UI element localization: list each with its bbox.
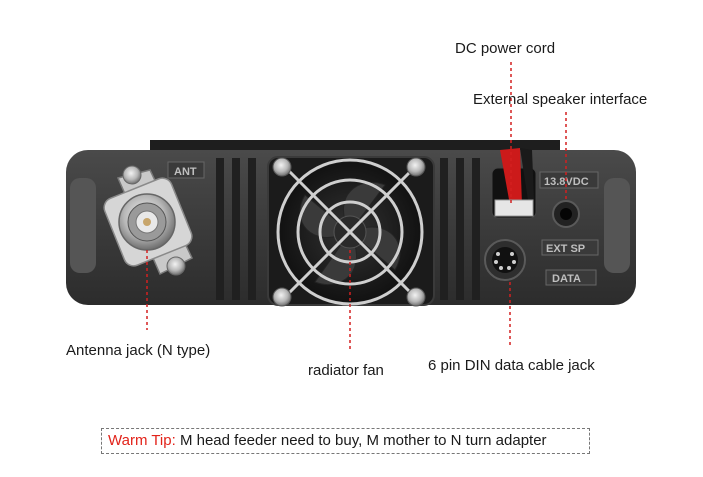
callout-lines: [146, 62, 567, 350]
radiator-fan-label: radiator fan: [308, 362, 384, 379]
ant-mark-box: [167, 161, 205, 179]
din-data-jack: [484, 239, 526, 281]
warm-tip-title: Warm Tip:: [108, 432, 176, 449]
ext-mark: EXT SP: [546, 243, 585, 255]
ant-mark: ANT: [174, 166, 197, 178]
warm-tip-box: Warm Tip: M head feeder need to buy, M m…: [101, 428, 590, 454]
dc-mark: 13.8VDC: [544, 176, 589, 188]
data-mark: DATA: [552, 273, 581, 285]
dc-power-cord-label: DC power cord: [455, 40, 556, 57]
right-side-pad: [604, 178, 630, 273]
antenna-jack: [103, 165, 193, 276]
antenna-jack-label: Antenna jack (N type): [66, 342, 211, 359]
radiator-fan: [267, 156, 435, 307]
warm-tip-text: M head feeder need to buy, M mother to N…: [175, 432, 547, 449]
heat-sink-fins: [216, 158, 480, 300]
external-speaker-jack: [552, 200, 580, 228]
data-mark-box: [545, 269, 597, 286]
dc-mark-box: [539, 171, 599, 189]
din-jack-label: 6 pin DIN data cable jack: [428, 357, 595, 374]
left-side-pad: [70, 178, 96, 273]
external-speaker-label: External speaker interface: [473, 91, 648, 108]
ext-mark-box: [541, 239, 599, 256]
